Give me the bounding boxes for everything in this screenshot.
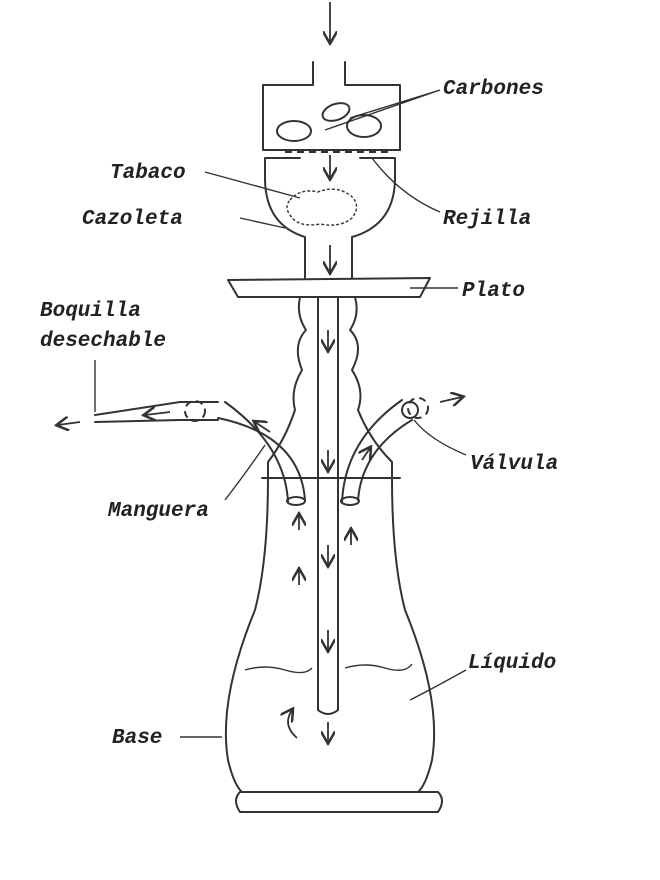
charcoal	[321, 102, 351, 122]
stem	[267, 296, 393, 479]
label-tabaco: Tabaco	[110, 162, 186, 185]
valve-port	[340, 397, 462, 506]
charcoal	[346, 114, 382, 138]
plate	[227, 277, 431, 298]
label-rejilla: Rejilla	[443, 208, 531, 231]
tobacco	[286, 188, 358, 226]
label-liquido: Líquido	[468, 652, 556, 675]
vase	[224, 477, 436, 793]
charcoal	[276, 120, 312, 142]
liquid-surface	[244, 663, 413, 674]
left-hose	[58, 400, 306, 506]
label-valvula: Válvula	[470, 453, 558, 476]
charcoal-chamber	[262, 61, 401, 151]
label-cazoleta: Cazoleta	[82, 208, 183, 231]
label-boquilla: Boquilla	[40, 300, 141, 323]
label-plato: Plato	[462, 280, 525, 303]
base-rim	[235, 791, 443, 813]
label-carbones: Carbones	[443, 78, 544, 101]
label-base: Base	[112, 727, 162, 750]
downstem	[317, 297, 339, 715]
mouthpiece	[94, 401, 181, 423]
bowl	[264, 157, 396, 279]
leader-lines	[94, 89, 467, 738]
label-manguera: Manguera	[107, 500, 209, 523]
label-desechable: desechable	[40, 330, 166, 353]
